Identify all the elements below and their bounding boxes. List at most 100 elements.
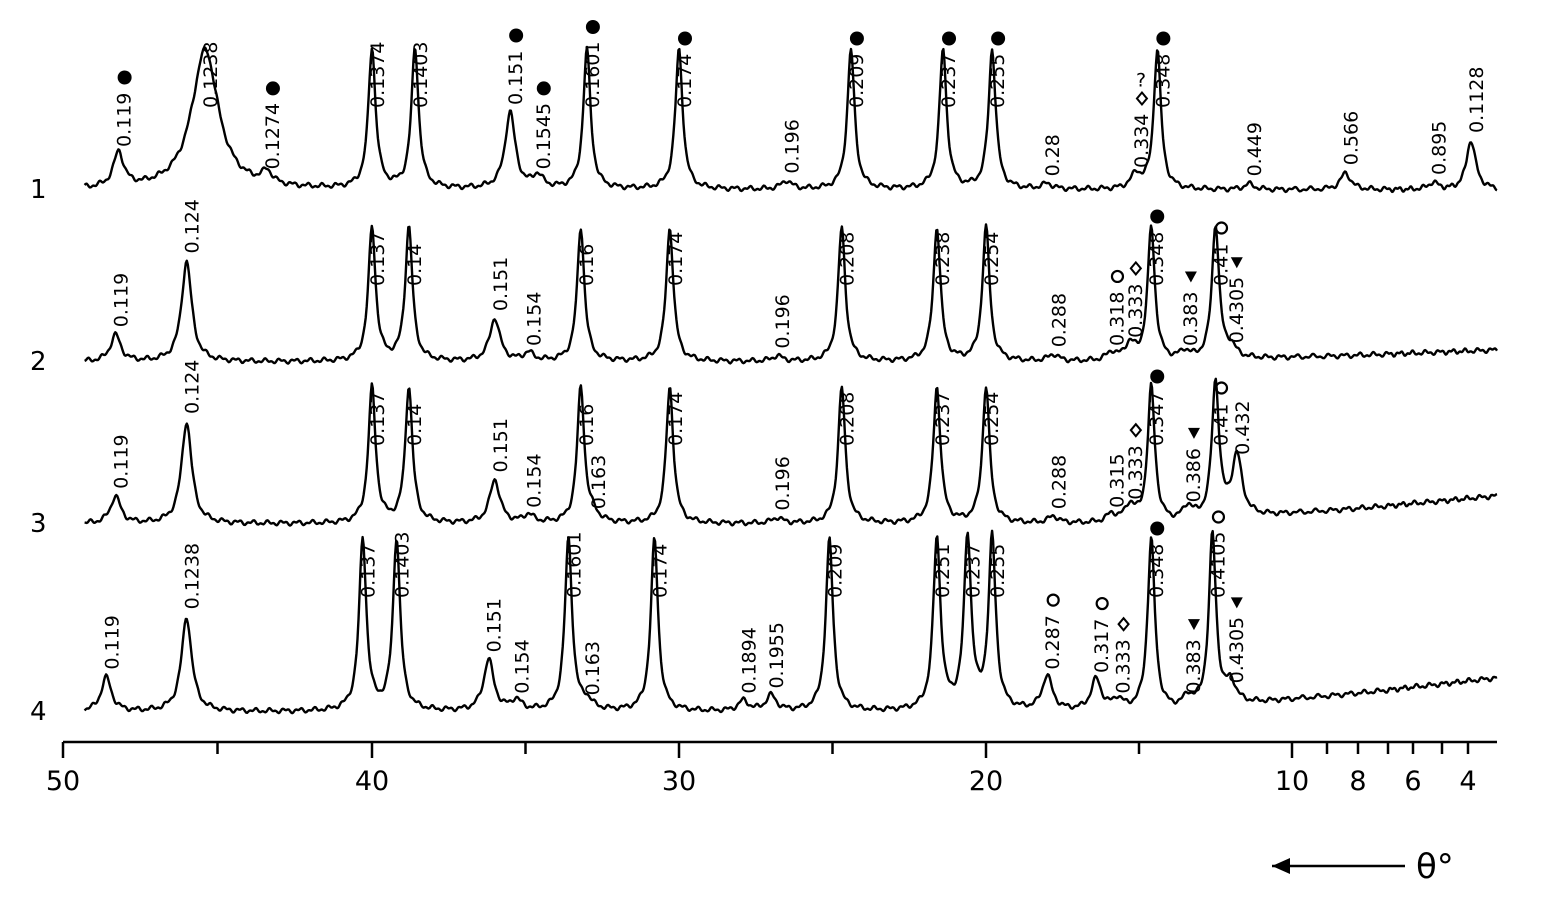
filled-circle-marker (509, 28, 524, 43)
peak-label: 0.251 (932, 544, 954, 598)
trace-line (84, 377, 1498, 527)
filled-circle-marker (1150, 521, 1165, 536)
peak-label: 0.16 (576, 244, 598, 286)
peak-label: 0.1128 (1466, 67, 1488, 133)
peak-label: 0.137 (367, 232, 389, 286)
filled-circle-marker (585, 20, 600, 34)
filled-circle-marker (117, 70, 132, 85)
peak-label: 0.315 (1106, 453, 1128, 507)
peak-label: 0.154 (524, 453, 546, 507)
peak-label: 0.196 (772, 456, 794, 510)
triangle-marker (1187, 427, 1200, 439)
peak-label: 0.1601 (563, 532, 585, 598)
peak-label: 0.119 (114, 93, 136, 147)
x-axis-title: θ° (1416, 847, 1454, 887)
peak-label: 0.1545 (533, 103, 555, 169)
peak-label: 0.348 (1146, 232, 1168, 286)
trace-number: 1 (30, 175, 47, 205)
trace-line (83, 45, 1498, 194)
peak-label: 0.4105 (1207, 532, 1229, 598)
filled-circle-marker (1156, 31, 1171, 46)
peak-label: 0.254 (981, 232, 1003, 286)
peak-label: 0.237 (938, 54, 960, 108)
peak-label: 0.16 (576, 404, 598, 446)
peak-label: 0.1238 (182, 543, 204, 609)
filled-circle-marker (1150, 209, 1165, 224)
peak-label: 0.174 (649, 544, 671, 598)
peak-label: 0.333 (1125, 445, 1147, 499)
peak-label: 0.196 (772, 294, 794, 348)
peak-label: 0.1955 (766, 622, 788, 688)
peak-label: 0.14 (404, 404, 426, 446)
peak-label: 0.4305 (1226, 277, 1248, 343)
filled-circle-marker (678, 31, 692, 46)
diamond-marker (1135, 90, 1149, 107)
triangle-marker (1187, 619, 1200, 631)
peak-label: 0.14 (404, 244, 426, 286)
x-tick-label: 4 (1459, 766, 1476, 797)
peak-label: 0.119 (101, 615, 123, 669)
peak-label: 0.449 (1244, 122, 1266, 176)
traces-group: 1 0.119 0.1238 0.1274 0.1374 0.1403 0.151 0.154… (30, 20, 1498, 727)
open-circle-marker (1214, 381, 1229, 395)
peak-label: 0.348 (1152, 54, 1174, 108)
peak-label: 0.151 (484, 598, 506, 652)
peak-label: 0.333 (1125, 284, 1147, 338)
peak-label: 0.237 (963, 544, 985, 598)
peak-label: 0.1374 (367, 42, 389, 108)
triangle-marker (1184, 271, 1197, 283)
open-circle-marker (1214, 221, 1229, 235)
triangle-marker (1230, 597, 1243, 609)
triangle-marker (1230, 257, 1243, 269)
x-tick-label: 40 (355, 766, 389, 797)
x-tick-label: 10 (1275, 766, 1309, 797)
peak-label: 0.1403 (392, 532, 414, 598)
question-marker: ? (1136, 70, 1146, 92)
peak-label: 0.255 (987, 54, 1009, 108)
peak-label: 0.318 (1106, 292, 1128, 346)
peak-label: 0.1274 (262, 103, 284, 169)
peak-label: 0.41 (1211, 244, 1233, 286)
peak-label: 0.154 (524, 292, 546, 346)
peak-label: 0.28 (1042, 134, 1064, 176)
peak-label: 0.317 (1091, 619, 1113, 673)
filled-circle-marker (265, 81, 280, 96)
peak-label: 0.41 (1211, 404, 1233, 446)
peak-label: 0.287 (1042, 615, 1064, 669)
trace-line (84, 223, 1498, 365)
peak-label: 0.196 (781, 119, 803, 173)
x-tick-label: 30 (662, 766, 696, 797)
peak-label: 0.174 (665, 392, 687, 446)
peak-label: 0.895 (1428, 121, 1450, 175)
peak-label: 0.288 (1048, 293, 1070, 347)
peak-label: 0.1403 (410, 42, 432, 108)
direction-indicator: θ° (1272, 847, 1454, 887)
peak-label: 0.119 (111, 434, 133, 488)
peak-label: 0.383 (1180, 292, 1202, 346)
x-tick-label: 50 (46, 766, 80, 797)
filled-circle-marker (1150, 369, 1165, 384)
peak-label: 0.1894 (738, 627, 760, 693)
peak-label: 0.348 (1146, 544, 1168, 598)
peak-label: 0.163 (582, 641, 604, 695)
x-tick-label: 8 (1349, 766, 1366, 797)
peak-label: 0.119 (111, 273, 133, 327)
peak-label: 0.386 (1183, 448, 1205, 502)
trace-number: 3 (30, 509, 47, 539)
peak-label: 0.288 (1048, 455, 1070, 509)
diamond-marker (1129, 422, 1143, 438)
peak-label: 0.383 (1183, 639, 1205, 693)
peak-label: 0.174 (674, 54, 696, 108)
peak-label: 0.255 (987, 544, 1009, 598)
peak-label: 0.151 (490, 257, 512, 311)
peak-label: 0.347 (1146, 392, 1168, 446)
direction-arrow-icon (1272, 858, 1290, 874)
peak-label: 0.209 (824, 544, 846, 598)
open-circle-marker (1046, 593, 1060, 607)
x-tick-label: 6 (1404, 766, 1421, 797)
